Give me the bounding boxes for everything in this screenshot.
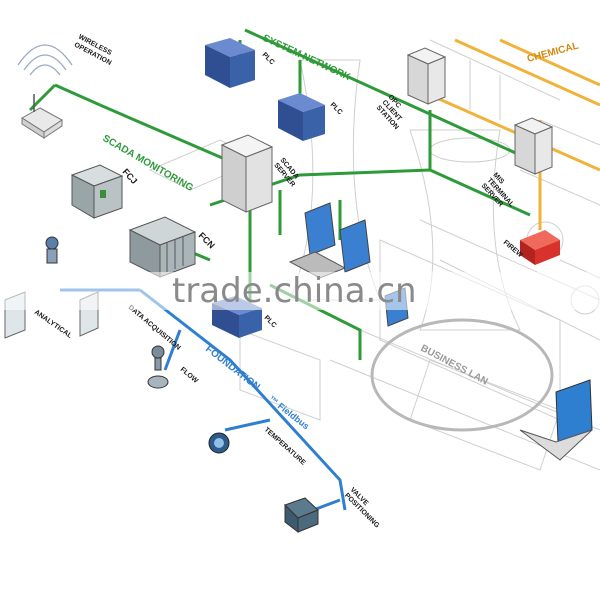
label-chemical: CHEMICAL <box>526 41 580 65</box>
watermark-band <box>0 272 600 310</box>
label-data-acquisition: DATA ACQUISITION <box>127 304 182 352</box>
wireless-signal-icon <box>17 44 73 76</box>
flow-meter-instrument <box>147 345 169 389</box>
plc-unit-1 <box>205 38 255 88</box>
label-analytical: ANALYTICAL <box>33 309 74 340</box>
temperature-transmitter <box>208 432 230 454</box>
label-temperature: TEMPERATURE <box>263 426 307 467</box>
label-fcn: FCN <box>197 230 217 250</box>
label-plc-1: PLC <box>261 51 276 66</box>
fieldbus-lines <box>60 288 347 517</box>
fcj-controller <box>70 164 124 219</box>
label-system-network: SYSTEM NETWORK <box>261 33 353 84</box>
fcn-controller-rack <box>128 216 197 278</box>
valve-positioner <box>284 497 319 534</box>
plc-unit-2 <box>278 93 325 141</box>
label-fcj: FCJ <box>121 167 140 186</box>
label-foundation: FOUNDATION <box>203 344 262 393</box>
mis-terminal-server-tower <box>513 117 554 175</box>
operator-monitor-2 <box>339 219 371 273</box>
label-plc-3: PLC <box>263 314 278 329</box>
label-flow: FLOW <box>179 366 200 385</box>
label-plc-2: PLC <box>329 101 344 116</box>
label-business-lan: BUSINESS LAN <box>419 343 490 388</box>
wireless-router <box>21 94 63 139</box>
pressure-transmitter-top-left <box>45 236 59 264</box>
business-lan-zone <box>370 318 554 432</box>
firewall-icon <box>520 230 560 265</box>
scada-server-tower <box>220 134 274 213</box>
business-laptop <box>519 379 593 461</box>
opc-client-station-tower <box>406 47 447 105</box>
operator-monitor-1 <box>288 202 347 279</box>
watermark-text: trade.china.cn <box>172 271 417 311</box>
